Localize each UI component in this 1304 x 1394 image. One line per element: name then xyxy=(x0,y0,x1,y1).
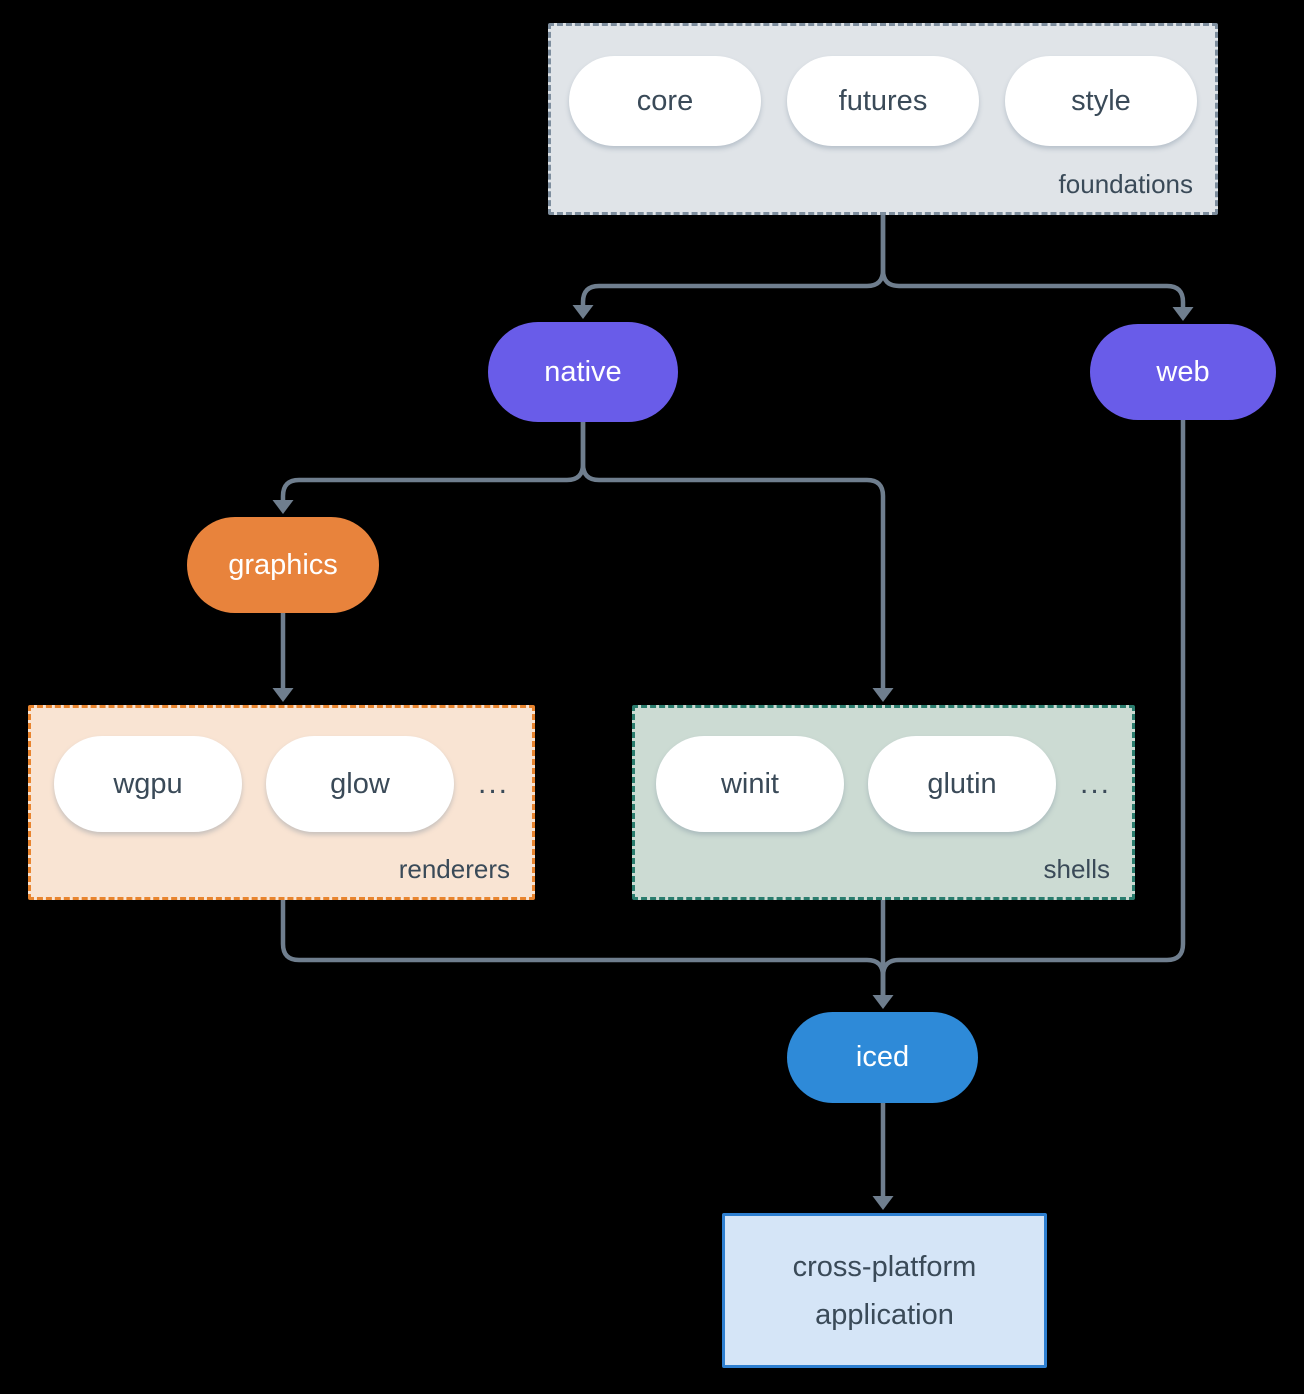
shells-label: shells xyxy=(1043,854,1110,884)
node-graphics: graphics xyxy=(187,517,379,613)
foundations-group: core futures style foundations xyxy=(548,23,1218,215)
edge-renderers-iced xyxy=(280,900,886,995)
pill-futures: futures xyxy=(787,56,979,146)
arrowhead-native xyxy=(572,305,594,319)
pill-style: style xyxy=(1005,56,1197,146)
pill-winit: winit xyxy=(655,736,844,832)
edge-native-shells xyxy=(580,422,886,688)
pill-glow: glow xyxy=(265,736,454,832)
arrowhead-application xyxy=(872,1196,894,1210)
pill-core: core xyxy=(569,56,761,146)
node-web: web xyxy=(1090,324,1276,420)
arrowhead-renderers xyxy=(272,688,294,702)
foundations-label: foundations xyxy=(1058,169,1193,199)
edge-foundations-web xyxy=(880,215,1186,307)
renderers-ellipsis: ... xyxy=(477,767,509,800)
application-label-line2: application xyxy=(815,1298,954,1331)
renderers-group: wgpu glow ... renderers xyxy=(28,705,535,900)
arrowhead-graphics xyxy=(272,500,294,514)
node-cross-platform-application: cross-platform application xyxy=(722,1213,1047,1368)
renderers-label: renderers xyxy=(398,854,510,884)
shells-ellipsis: ... xyxy=(1079,767,1111,800)
arrowhead-web xyxy=(1172,307,1194,321)
edge-native-graphics xyxy=(280,422,586,500)
arrowhead-shells xyxy=(872,688,894,702)
pill-glutin: glutin xyxy=(867,736,1056,832)
pill-wgpu: wgpu xyxy=(53,736,242,832)
node-iced: iced xyxy=(787,1012,978,1103)
arrowhead-iced xyxy=(872,995,894,1009)
edge-foundations-native xyxy=(580,215,886,305)
application-label-line1: cross-platform xyxy=(792,1250,977,1283)
shells-group: winit glutin ... shells xyxy=(632,705,1135,900)
node-native: native xyxy=(488,322,678,422)
